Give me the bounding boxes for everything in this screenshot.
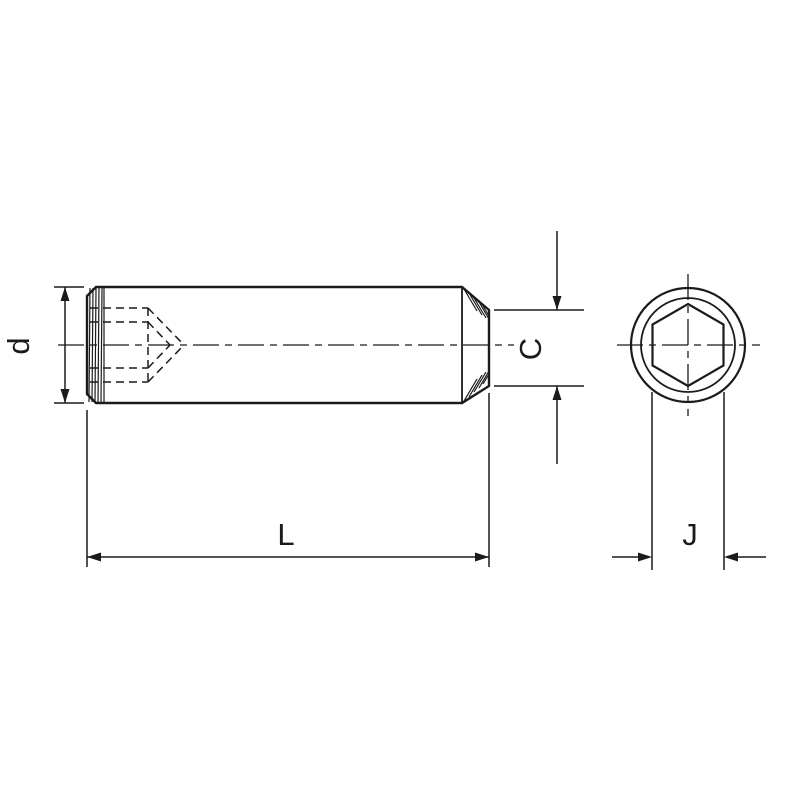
d-arrowhead-up <box>60 287 70 301</box>
L-arrowhead-left <box>87 552 101 562</box>
end-view <box>617 274 760 416</box>
dimension-C: C <box>494 231 584 464</box>
C-arrowhead-down <box>552 296 562 310</box>
dimension-L: L <box>86 393 490 567</box>
L-label: L <box>277 517 294 552</box>
dimension-d: d <box>1 286 84 404</box>
dimension-J: J <box>612 392 766 570</box>
C-arrowhead-up <box>552 386 562 400</box>
J-arrowhead-right <box>638 552 652 562</box>
d-arrowhead-down <box>60 389 70 403</box>
side-view <box>58 285 514 405</box>
hidden-hex-socket-lines <box>90 307 185 383</box>
L-arrowhead-right <box>475 552 489 562</box>
right-serration-hatch <box>463 288 490 402</box>
C-label: C <box>513 338 548 360</box>
J-arrowhead-left <box>724 552 738 562</box>
J-label: J <box>682 517 698 552</box>
d-label: d <box>1 337 36 354</box>
